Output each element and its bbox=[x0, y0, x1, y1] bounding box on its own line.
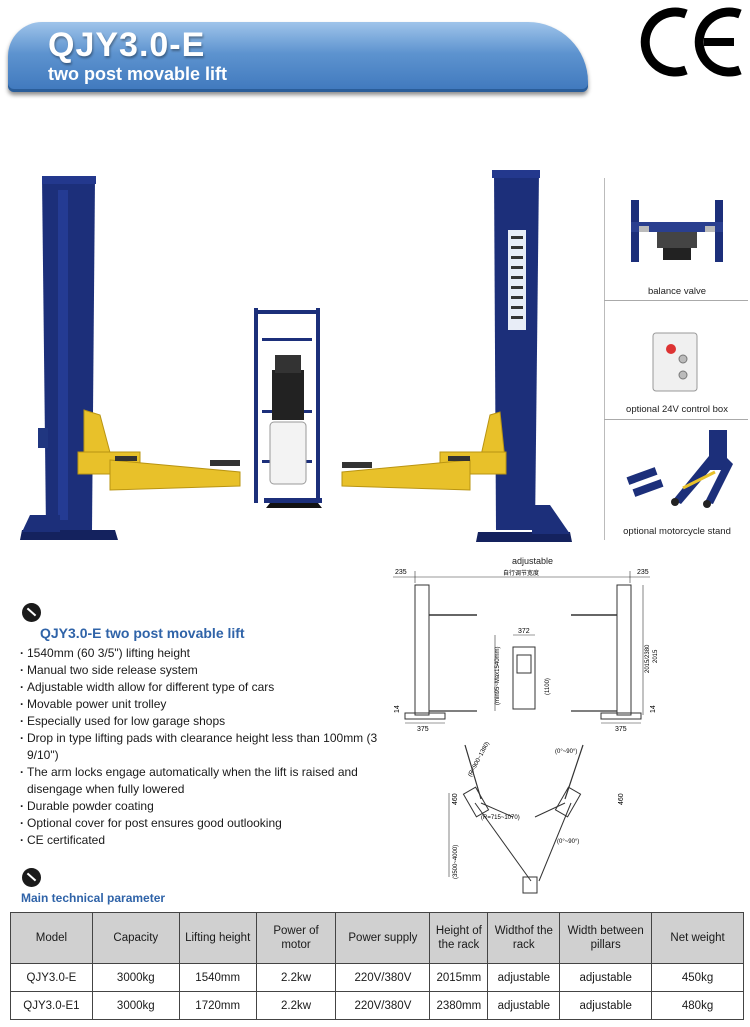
col-header: Power of motor bbox=[255, 912, 337, 964]
dim-inner-label: 自行调节宽度 bbox=[503, 569, 539, 577]
table-cell: adjustable bbox=[559, 963, 653, 992]
dim-2015: 2015 bbox=[653, 649, 659, 663]
table-header-row: Model Capacity Lifting height Power of m… bbox=[10, 912, 744, 964]
table-cell: 450kg bbox=[651, 963, 744, 992]
list-item: Optional cover for post ensures good out… bbox=[20, 815, 380, 832]
motorcycle-stand-caption: optional motorcycle stand bbox=[623, 526, 731, 537]
list-item: Adjustable width allow for different typ… bbox=[20, 679, 380, 696]
dim-1100: (1100) bbox=[545, 678, 551, 695]
table-row: QJY3.0-E 3000kg 1540mm 2.2kw 220V/380V 2… bbox=[10, 963, 744, 992]
list-item: The arm locks engage automatically when … bbox=[20, 764, 380, 798]
table-cell: 2380mm bbox=[429, 991, 489, 1020]
table-cell: 220V/380V bbox=[335, 991, 431, 1020]
spec-table: Model Capacity Lifting height Power of m… bbox=[10, 912, 744, 1020]
features-title: QJY3.0-E two post movable lift bbox=[40, 625, 245, 641]
col-header: Width between pillars bbox=[559, 912, 653, 964]
list-item: Drop in type lifting pads with clearance… bbox=[20, 730, 380, 764]
col-header: Capacity bbox=[91, 912, 180, 964]
technical-drawing: 235 235 自行调节宽度 372 (min95~Max1540mm) (11… bbox=[393, 569, 659, 894]
table-cell: 2.2kw bbox=[255, 963, 337, 992]
table-row: QJY3.0-E1 3000kg 1720mm 2.2kw 220V/380V … bbox=[10, 991, 744, 1020]
col-header: Lifting height bbox=[178, 912, 257, 964]
tech-table-title: Main technical parameter bbox=[21, 891, 166, 905]
right-post bbox=[476, 170, 572, 542]
lift-product-image bbox=[20, 170, 572, 542]
motorcycle-stand-icon bbox=[626, 430, 733, 508]
table-cell: 3000kg bbox=[91, 963, 180, 992]
dim-372: 372 bbox=[518, 628, 530, 635]
dim-depth: (3500~4000) bbox=[453, 845, 459, 879]
table-cell: 480kg bbox=[651, 991, 744, 1020]
table-cell: 220V/380V bbox=[335, 963, 431, 992]
feature-list: 1540mm (60 3/5") lifting height Manual t… bbox=[20, 645, 380, 849]
table-cell: adjustable bbox=[487, 991, 561, 1020]
dim-235-left: 235 bbox=[395, 569, 407, 576]
list-item: CE certificated bbox=[20, 832, 380, 849]
dim-375-right: 375 bbox=[615, 726, 627, 733]
table-cell: 1540mm bbox=[178, 963, 257, 992]
table-cell: 3000kg bbox=[91, 991, 180, 1020]
control-box-icon bbox=[652, 332, 698, 392]
right-arm bbox=[341, 411, 507, 491]
dim-460-left: 460 bbox=[452, 793, 459, 805]
control-box-caption: optional 24V control box bbox=[626, 404, 728, 415]
model-title: QJY3.0-E bbox=[48, 26, 206, 64]
dim-arm-inner: (R=715~1070) bbox=[481, 815, 520, 821]
table-cell: 2015mm bbox=[429, 963, 489, 992]
header-banner bbox=[8, 22, 588, 92]
balance-valve-caption: balance valve bbox=[647, 286, 707, 297]
dim-235-right: 235 bbox=[637, 569, 649, 576]
accessory-panel: balance valve optional 24V control box o… bbox=[604, 178, 748, 540]
col-header: Widthof the rack bbox=[487, 912, 561, 964]
panel-divider bbox=[604, 419, 748, 420]
table-cell: 2.2kw bbox=[255, 991, 337, 1020]
dim-375-left: 375 bbox=[417, 726, 429, 733]
dim-14-right: 14 bbox=[650, 705, 657, 713]
accessory-control-box: optional 24V control box bbox=[604, 301, 748, 419]
dim-14-left: 14 bbox=[394, 705, 401, 713]
col-header: Net weight bbox=[651, 912, 744, 964]
table-cell: 1720mm bbox=[178, 991, 257, 1020]
ce-mark-icon bbox=[640, 7, 742, 77]
list-item: Manual two side release system bbox=[20, 662, 380, 679]
features-bullet-icon bbox=[22, 603, 41, 622]
panel-divider bbox=[604, 300, 748, 301]
dim-height-range: (min95~Max1540mm) bbox=[495, 646, 501, 705]
dim-angle-top: (0°~90°) bbox=[555, 749, 577, 755]
col-header: Model bbox=[10, 912, 93, 964]
col-header: Power supply bbox=[335, 912, 431, 964]
table-cell: adjustable bbox=[559, 991, 653, 1020]
table-cell: adjustable bbox=[487, 963, 561, 992]
model-subtitle: two post movable lift bbox=[48, 64, 228, 84]
accessory-motorcycle-stand: optional motorcycle stand bbox=[604, 420, 748, 540]
table-cell: QJY3.0-E bbox=[10, 963, 93, 992]
dim-arm-outer: (R=900~1380) bbox=[467, 741, 490, 778]
list-item: Movable power unit trolley bbox=[20, 696, 380, 713]
col-header: Height of the rack bbox=[429, 912, 489, 964]
left-arm bbox=[77, 409, 241, 491]
list-item: 1540mm (60 3/5") lifting height bbox=[20, 645, 380, 662]
drawing-top-label: adjustable bbox=[512, 556, 554, 566]
left-post bbox=[20, 176, 118, 540]
power-unit-trolley bbox=[254, 308, 322, 508]
dim-angle-side: (0°~90°) bbox=[557, 839, 579, 845]
dim-460-right: 460 bbox=[618, 793, 625, 805]
tech-bullet-icon bbox=[22, 868, 41, 887]
dim-rack: 2015/2380 bbox=[645, 644, 651, 673]
list-item: Especially used for low garage shops bbox=[20, 713, 380, 730]
balance-valve-icon bbox=[631, 200, 723, 262]
list-item: Durable powder coating bbox=[20, 798, 380, 815]
table-cell: QJY3.0-E1 bbox=[10, 991, 93, 1020]
accessory-balance-valve: balance valve bbox=[604, 178, 748, 300]
